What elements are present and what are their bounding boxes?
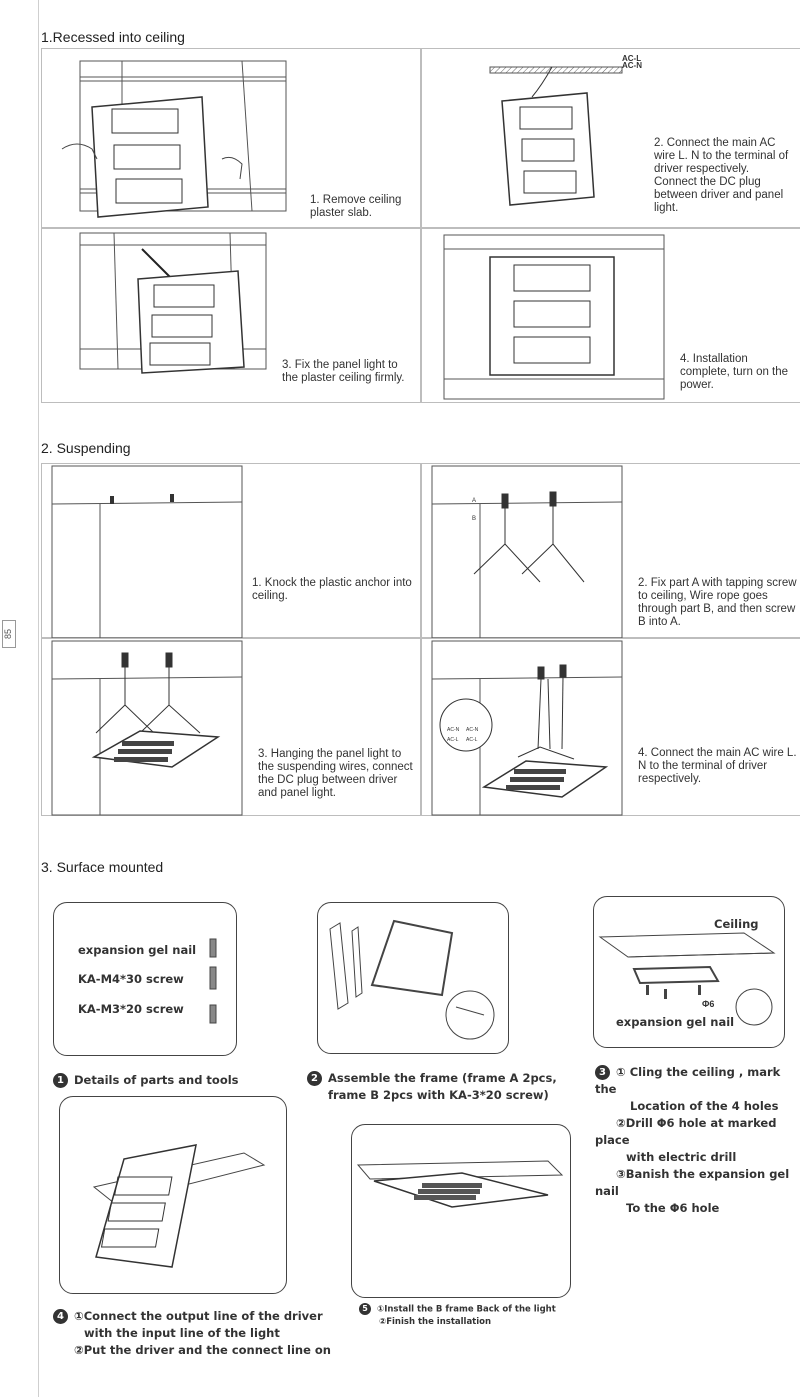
- recessed-step1-cell: 1. Remove ceiling plaster slab.: [41, 48, 421, 228]
- section-surface-title: 3. Surface mounted: [41, 859, 164, 875]
- suspending-step3-cell: 3. Hanging the panel light to the suspen…: [41, 638, 421, 816]
- final-frame-card: [351, 1124, 571, 1298]
- suspending-step3-text: 3. Hanging the panel light to the suspen…: [258, 748, 413, 799]
- wire-label-acl: AC-L: [622, 54, 641, 63]
- hole-diameter-label: Φ6: [702, 999, 714, 1009]
- part-a-label: A: [472, 498, 476, 504]
- final-install-illustration: [356, 1160, 564, 1208]
- remove-slab-illustration: [61, 60, 287, 218]
- connect-ac-illustration: AC-N AC-N AC-L AC-L: [431, 640, 623, 816]
- terminal-label-acl-1: AC-L: [447, 737, 459, 743]
- driver-connection-illustration: [92, 1144, 266, 1268]
- fix-part-a-illustration: A B: [431, 465, 623, 639]
- recessed-step4-text: 4. Installation complete, turn on the po…: [680, 353, 789, 391]
- hanging-panel-illustration: [51, 640, 243, 816]
- ceiling-holes-illustration: Φ6: [598, 932, 776, 1026]
- screws-illustration: [209, 938, 217, 1024]
- parts-card: expansion gel nail KA-M4*30 screw KA-M3*…: [53, 902, 237, 1056]
- installation-complete-illustration: [443, 234, 665, 400]
- frame-card: [317, 902, 509, 1054]
- suspending-step1-text: 1. Knock the plastic anchor into ceiling…: [252, 577, 412, 602]
- recessed-step1-text: 1. Remove ceiling plaster slab.: [310, 194, 402, 219]
- suspending-step1-cell: 1. Knock the plastic anchor into ceiling…: [41, 463, 421, 639]
- wire-label-acn: AC-N: [622, 61, 642, 70]
- suspending-step4-text: 4. Connect the main AC wire L. N to the …: [638, 747, 797, 785]
- part-b-label: B: [472, 516, 476, 522]
- recessed-step4-cell: 4. Installation complete, turn on the po…: [421, 228, 800, 403]
- connect-wire-illustration: AC-L AC-N: [489, 54, 642, 206]
- terminal-label-acn-1: AC-N: [447, 727, 460, 733]
- recessed-step3-text: 3. Fix the panel light to the plaster ce…: [282, 359, 405, 384]
- section-recessed-title: 1.Recessed into ceiling: [41, 29, 185, 45]
- suspending-step2-text: 2. Fix part A with tapping screw to ceil…: [638, 577, 797, 628]
- suspending-step2-cell: A B 2. Fix part A with tapping screw to …: [421, 463, 800, 639]
- terminal-label-acn-2: AC-N: [466, 727, 479, 733]
- ceiling-label: Ceiling: [714, 917, 759, 931]
- anchor-illustration: [51, 465, 243, 639]
- terminal-label-acl-2: AC-L: [466, 737, 478, 743]
- recessed-step3-cell: 3. Fix the panel light to the plaster ce…: [41, 228, 421, 403]
- part-expansion-nail: expansion gel nail: [78, 943, 197, 957]
- frame-assembly-illustration: [329, 919, 495, 1040]
- part-m3-screw: KA-M3*20 screw: [78, 1002, 184, 1016]
- part-m4-screw: KA-M4*30 screw: [78, 972, 184, 986]
- suspending-step4-cell: AC-N AC-N AC-L AC-L 4. Connect the main …: [421, 638, 800, 816]
- expansion-nail-label: expansion gel nail: [616, 1015, 735, 1029]
- recessed-step2-text: 2. Connect the main AC wire L. N to the …: [654, 137, 789, 214]
- section-suspending-title: 2. Suspending: [41, 440, 131, 456]
- recessed-step2-cell: AC-L AC-N 2. Connect the main AC wire L.…: [421, 48, 800, 228]
- driver-card: [59, 1096, 287, 1294]
- page-number: 85: [2, 620, 16, 648]
- ceiling-card: Ceiling Φ6 expansion gel nail: [593, 896, 785, 1048]
- instruction-page: 1.Recessed into ceiling 1. Remove ceilin…: [38, 0, 800, 1397]
- fix-panel-illustration: [79, 232, 267, 374]
